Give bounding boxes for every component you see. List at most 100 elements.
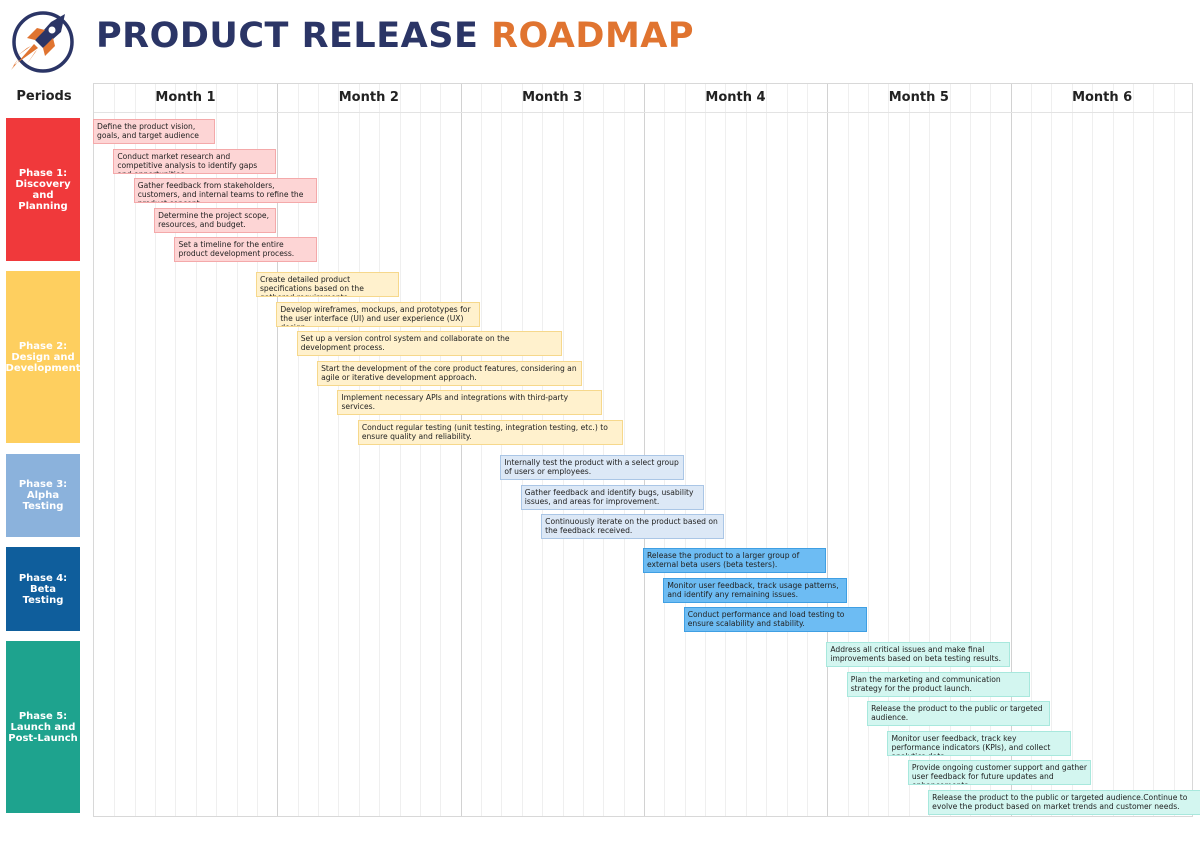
task-label: Release the product to the public or tar… xyxy=(932,793,1188,811)
week-gridline xyxy=(888,84,890,816)
week-gridline xyxy=(501,84,503,816)
task-label: Continuously iterate on the product base… xyxy=(545,517,718,536)
week-gridline xyxy=(1153,84,1155,816)
week-gridline xyxy=(745,84,747,816)
task-label: Determine the project scope, resources, … xyxy=(158,210,270,229)
phase-label: Phase 2: Design and Development xyxy=(5,340,81,374)
month-header: Month 3 xyxy=(522,90,583,105)
month-divider xyxy=(827,84,829,816)
task-bar: Conduct performance and load testing to … xyxy=(683,607,868,633)
month-header: Month 2 xyxy=(338,90,399,105)
phase-block: Phase 1: Discovery and Planning xyxy=(6,118,80,261)
week-gridline xyxy=(562,84,564,816)
week-gridline xyxy=(134,84,136,816)
page-title: PRODUCT RELEASE ROADMAP xyxy=(96,14,694,58)
task-bar: Plan the marketing and communication str… xyxy=(846,671,1031,697)
task-label: Internally test the product with a selec… xyxy=(504,458,679,476)
task-bar: Release the product to the public or tar… xyxy=(928,790,1200,815)
week-gridline xyxy=(908,84,910,816)
week-gridline xyxy=(582,84,584,816)
task-bar: Release the product to the public or tar… xyxy=(867,701,1051,727)
task-bar: Provide ongoing customer support and gat… xyxy=(907,760,1092,786)
week-gridline xyxy=(766,84,768,816)
task-bar: Implement necessary APIs and integration… xyxy=(337,390,603,416)
week-gridline xyxy=(256,84,258,816)
phase-block: Phase 3: Alpha Testing xyxy=(6,454,80,537)
week-gridline xyxy=(236,84,238,816)
week-gridline xyxy=(216,84,218,816)
week-gridline xyxy=(969,84,971,816)
phase-block: Phase 5: Launch and Post-Launch xyxy=(6,641,80,813)
week-gridline xyxy=(623,84,625,816)
week-gridline xyxy=(684,84,686,816)
task-label: Conduct performance and load testing to … xyxy=(687,610,845,629)
month-divider xyxy=(460,84,462,816)
task-label: Conduct regular testing (unit testing, i… xyxy=(361,423,608,441)
week-gridline xyxy=(399,84,401,816)
week-gridline xyxy=(338,84,340,816)
month-header: Month 5 xyxy=(888,90,949,105)
task-label: Implement necessary APIs and integration… xyxy=(341,393,569,412)
task-label: Plan the marketing and communication str… xyxy=(850,674,1001,693)
task-label: Set a timeline for the entire product de… xyxy=(178,240,295,259)
task-bar: Continuously iterate on the product base… xyxy=(541,514,725,540)
task-label: Monitor user feedback, track key perform… xyxy=(891,733,1051,755)
week-gridline xyxy=(1031,84,1033,816)
week-gridline xyxy=(949,84,951,816)
task-label: Start the development of the core produc… xyxy=(321,363,577,382)
task-bar: Monitor user feedback, track usage patte… xyxy=(663,577,847,603)
month-header: Month 4 xyxy=(705,90,766,105)
phase-label: Phase 3: Alpha Testing xyxy=(18,479,68,512)
task-bar: Address all critical issues and make fin… xyxy=(826,642,1010,667)
task-bar: Set up a version control system and coll… xyxy=(296,331,562,357)
task-bar: Develop wireframes, mockups, and prototy… xyxy=(276,301,481,327)
week-gridline xyxy=(868,84,870,816)
week-gridline xyxy=(195,84,197,816)
task-bar: Gather feedback and identify bugs, usabi… xyxy=(520,484,705,510)
week-gridline xyxy=(542,84,544,816)
task-bar: Conduct regular testing (unit testing, i… xyxy=(357,420,623,445)
month-divider xyxy=(277,84,279,816)
task-bar: Gather feedback from stakeholders, custo… xyxy=(133,178,318,204)
week-gridline xyxy=(725,84,727,816)
week-gridline xyxy=(847,84,849,816)
task-bar: Determine the project scope, resources, … xyxy=(154,207,277,233)
task-bar: Monitor user feedback, track key perform… xyxy=(887,730,1071,756)
week-gridline xyxy=(1092,84,1094,816)
month-divider xyxy=(644,84,645,816)
week-gridline xyxy=(419,84,421,816)
week-gridline xyxy=(705,84,707,816)
week-gridline xyxy=(379,84,381,816)
week-gridline xyxy=(1132,84,1134,816)
task-label: Create detailed product specifications b… xyxy=(259,275,364,296)
month-header: Month 1 xyxy=(155,90,216,105)
task-bar: Internally test the product with a selec… xyxy=(500,455,684,480)
week-gridline xyxy=(440,84,442,816)
task-bar: Define the product vision, goals, and ta… xyxy=(93,119,216,144)
week-gridline xyxy=(806,84,808,816)
week-gridline xyxy=(175,84,177,816)
week-gridline xyxy=(481,84,483,816)
header-divider xyxy=(94,112,1192,113)
task-label: Provide ongoing customer support and gat… xyxy=(911,763,1087,784)
task-label: Monitor user feedback, track usage patte… xyxy=(667,580,839,599)
week-gridline xyxy=(664,84,666,816)
task-label: Conduct market research and competitive … xyxy=(117,151,258,173)
task-bar: Set a timeline for the entire product de… xyxy=(174,237,318,263)
task-label: Address all critical issues and make fin… xyxy=(830,645,1001,663)
task-label: Release the product to the public or tar… xyxy=(871,704,1043,723)
week-gridline xyxy=(1051,84,1053,816)
phase-block: Phase 4: Beta Testing xyxy=(6,547,80,631)
task-label: Gather feedback and identify bugs, usabi… xyxy=(524,487,694,506)
task-bar: Start the development of the core produc… xyxy=(317,360,582,386)
week-gridline xyxy=(318,84,320,816)
phase-label: Phase 1: Discovery and Planning xyxy=(15,167,71,212)
task-label: Define the product vision, goals, and ta… xyxy=(97,122,199,140)
phase-block: Phase 2: Design and Development xyxy=(6,271,80,443)
week-gridline xyxy=(114,84,116,816)
month-header: Month 6 xyxy=(1072,90,1133,105)
title-primary: PRODUCT RELEASE xyxy=(96,16,492,56)
week-gridline xyxy=(786,84,788,816)
rocket-icon xyxy=(11,11,74,73)
task-label: Set up a version control system and coll… xyxy=(300,334,510,353)
